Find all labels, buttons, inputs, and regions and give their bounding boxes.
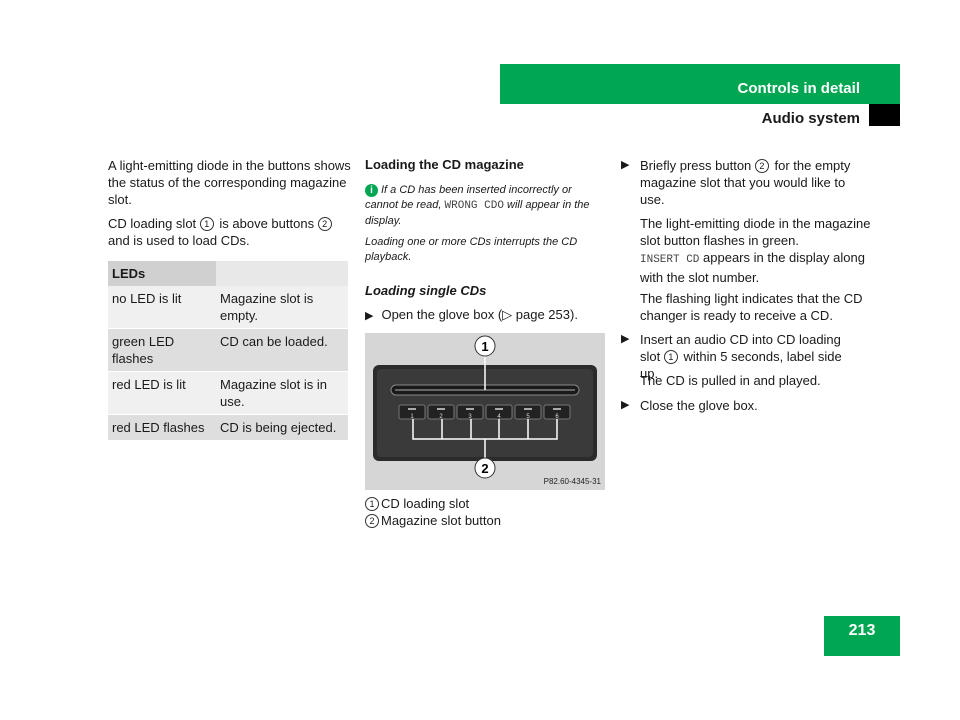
- step-close-glovebox: ▶ Close the glove box.: [621, 398, 758, 413]
- led-table: LEDs no LED is lit Magazine slot is empt…: [108, 261, 348, 441]
- heading-loading-single: Loading single CDs: [365, 283, 487, 298]
- table-row: red LED flashes CD is being ejected.: [108, 414, 348, 441]
- paragraph-cd-played: The CD is pulled in and played.: [640, 373, 821, 388]
- heading-loading-magazine: Loading the CD magazine: [365, 157, 524, 172]
- bullet-icon: ▶: [621, 333, 630, 345]
- callout-2-icon: 2: [317, 217, 332, 231]
- svg-text:1: 1: [481, 339, 488, 354]
- table-cell: red LED is lit: [108, 371, 216, 415]
- led-table-header: LEDs: [108, 261, 216, 286]
- loading-slot-paragraph: CD loading slot 1 is above buttons 2 and…: [108, 215, 353, 249]
- table-row: no LED is lit Magazine slot is empty.: [108, 286, 348, 329]
- paragraph-led-flashes: The light-emitting diode in the magazine…: [640, 216, 871, 248]
- led-indicator: [495, 408, 503, 410]
- subsection-title: Audio system: [761, 110, 860, 127]
- step-insert-cd: ▶ Insert an audio CD into CD loading slo…: [621, 332, 842, 381]
- callout-2-icon: 2: [365, 514, 379, 528]
- table-cell: red LED flashes: [108, 414, 216, 441]
- bullet-icon: ▶: [621, 399, 630, 411]
- info-note-2: Loading one or more CDs interrupts the C…: [365, 236, 578, 263]
- intro-paragraph: A light-emitting diode in the buttons sh…: [108, 158, 351, 207]
- cd-changer-illustration: 1 2 3 4 5 6 1 2 P82.60-4345-31: [365, 333, 605, 490]
- cd-changer-figure: 1 2 3 4 5 6 1 2 P82.60-4345-31: [365, 333, 605, 490]
- magazine-slot-button: [398, 404, 426, 420]
- callout-1-icon: 1: [365, 497, 379, 511]
- paragraph-insert-cd: INSERT CD appears in the display along w…: [640, 250, 865, 285]
- bullet-icon: ▶: [365, 310, 374, 322]
- table-cell: Magazine slot is empty.: [216, 286, 348, 329]
- section-title: Controls in detail: [737, 80, 860, 97]
- magazine-slot-button: [427, 404, 455, 420]
- button-number-label: 3: [468, 414, 472, 420]
- table-cell: green LED flashes: [108, 328, 216, 372]
- magazine-buttons: 1 2 3 4 5 6: [398, 404, 571, 420]
- step-open-glovebox: ▶Open the glove box (▷ page 253).: [365, 307, 578, 322]
- info-icon: i: [365, 184, 378, 197]
- paragraph-ready: The flashing light indicates that the CD…: [640, 291, 863, 323]
- step-press-button: ▶ Briefly press button 2 for the empty m…: [621, 158, 851, 207]
- header-marker: [869, 104, 900, 126]
- button-number-label: 4: [497, 414, 501, 420]
- led-table-header-empty: [216, 261, 348, 286]
- magazine-slot-button: [456, 404, 484, 420]
- table-cell: no LED is lit: [108, 286, 216, 329]
- callout-1-icon: 1: [199, 217, 214, 231]
- table-cell: CD is being ejected.: [216, 414, 348, 441]
- led-indicator: [437, 408, 445, 410]
- button-number-label: 2: [439, 414, 443, 420]
- callout-1-icon: 1: [663, 350, 678, 364]
- button-number-label: 6: [555, 414, 559, 420]
- callout-2-icon: 2: [754, 159, 769, 173]
- button-number-label: 1: [410, 414, 414, 420]
- header-green-bar: [500, 64, 900, 104]
- table-row: red LED is lit Magazine slot is in use.: [108, 371, 348, 415]
- table-row: green LED flashes CD can be loaded.: [108, 328, 348, 372]
- led-indicator: [466, 408, 474, 410]
- svg-text:2: 2: [481, 461, 488, 476]
- led-indicator: [408, 408, 416, 410]
- page-number: 213: [824, 616, 900, 656]
- button-number-label: 5: [526, 414, 530, 420]
- table-cell: Magazine slot is in use.: [216, 371, 348, 415]
- figure-code: P82.60-4345-31: [544, 477, 602, 486]
- led-indicator: [553, 408, 561, 410]
- table-cell: CD can be loaded.: [216, 328, 348, 372]
- bullet-icon: ▶: [621, 159, 630, 171]
- led-indicator: [524, 408, 532, 410]
